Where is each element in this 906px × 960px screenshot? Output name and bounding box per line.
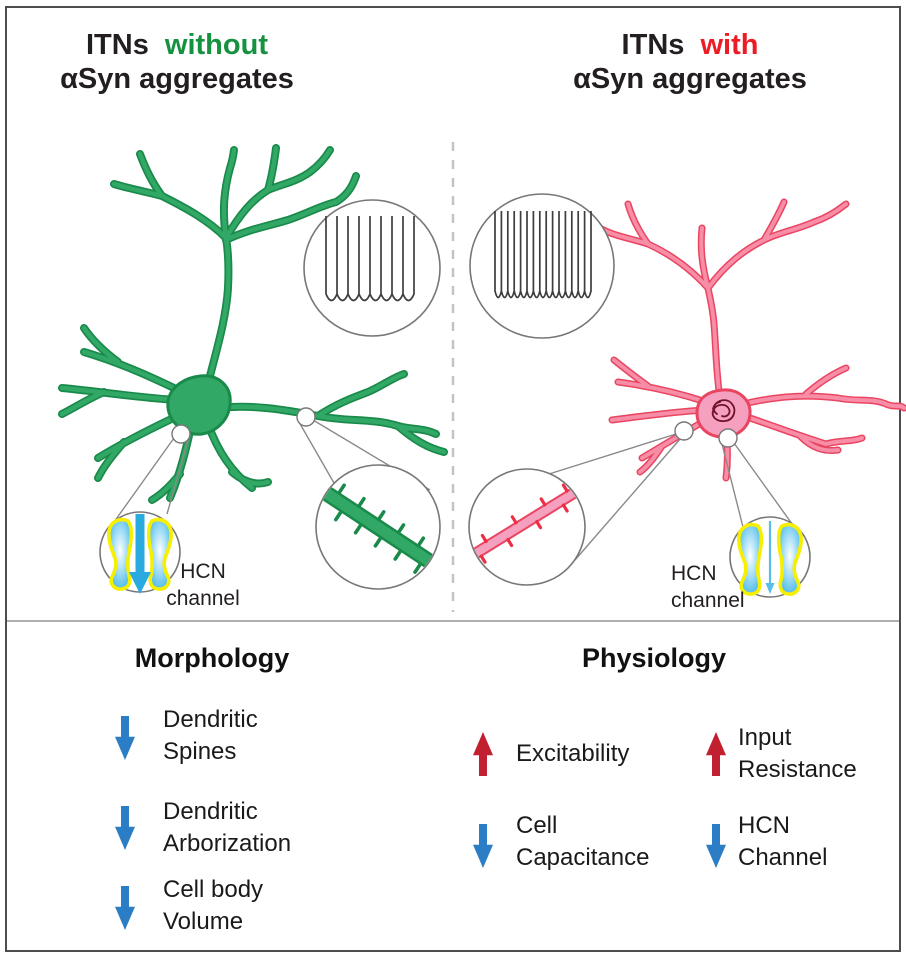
morphology-item-dendritic-spines: Dendritic Spines <box>163 706 258 765</box>
asyn-aggregate-in-soma <box>711 399 736 422</box>
magnifier-source-circles <box>171 407 738 448</box>
illustration-canvas <box>58 142 906 612</box>
physiology-item-input-resistance: Input Resistance <box>738 724 857 783</box>
affected-neuron-illustration <box>592 198 906 482</box>
down-arrow-icon <box>115 886 135 930</box>
dendrite-zoom-healthy <box>315 464 441 590</box>
spike-train-inset-right <box>469 193 615 339</box>
section-separator-line <box>7 620 899 622</box>
small-current-down-arrow-icon <box>765 521 775 594</box>
hcn-channel-subunit-icon <box>107 517 134 591</box>
down-arrow-icon <box>115 716 135 760</box>
right-panel-title-prefix: ITNs <box>621 29 685 61</box>
hcn-channel-subunit-icon <box>737 522 764 596</box>
left-panel-title-highlight: without <box>164 29 268 61</box>
hcn-channel-label-left: HCN channel <box>166 560 240 610</box>
right-panel-title-line2: αSyn aggregates <box>573 63 807 95</box>
left-panel-title: ITNs without αSyn aggregates <box>17 28 337 96</box>
morphology-heading: Morphology <box>134 643 290 673</box>
down-arrow-icon <box>115 806 135 850</box>
physiology-item-hcn-channel: HCN Channel <box>738 812 828 871</box>
down-arrow-icon <box>473 824 493 868</box>
spike-train-inset-left <box>303 199 441 337</box>
hcn-channel-subunit-icon <box>146 517 173 591</box>
left-panel-title-prefix: ITNs <box>86 29 149 61</box>
up-arrow-icon <box>473 732 493 776</box>
hcn-channel-inset-right <box>729 516 811 598</box>
morphology-item-dendritic-arborization: Dendritic Arborization <box>163 798 292 857</box>
left-panel-title-line2: αSyn aggregates <box>60 63 294 95</box>
down-arrow-icon <box>706 824 726 868</box>
dendritic-spines-affected <box>479 483 569 564</box>
healthy-neuron-illustration <box>58 144 448 504</box>
dendritic-spines-healthy <box>334 483 426 574</box>
physiology-heading: Physiology <box>581 643 727 673</box>
morphology-item-cell-body-volume: Cell body Volume <box>163 876 264 935</box>
dendrite-zoom-affected <box>468 468 586 586</box>
hcn-channel-inset-left <box>99 511 181 594</box>
right-panel-title: ITNs with αSyn aggregates <box>530 28 850 96</box>
hcn-channel-label-right: HCN channel <box>671 562 745 612</box>
large-current-down-arrow-icon <box>129 514 151 594</box>
physiology-item-excitability: Excitability <box>516 740 630 767</box>
hcn-channel-subunit-icon <box>776 522 803 596</box>
up-arrow-icon <box>706 732 726 776</box>
spike-train-right <box>494 211 592 299</box>
magnifier-connector-lines <box>103 419 801 561</box>
right-panel-title-highlight: with <box>700 29 759 61</box>
physiology-item-cell-capacitance: Cell Capacitance <box>516 812 650 871</box>
spike-train-left <box>325 216 415 302</box>
healthy-neuron-soma <box>166 374 232 436</box>
figure-border <box>5 6 901 952</box>
